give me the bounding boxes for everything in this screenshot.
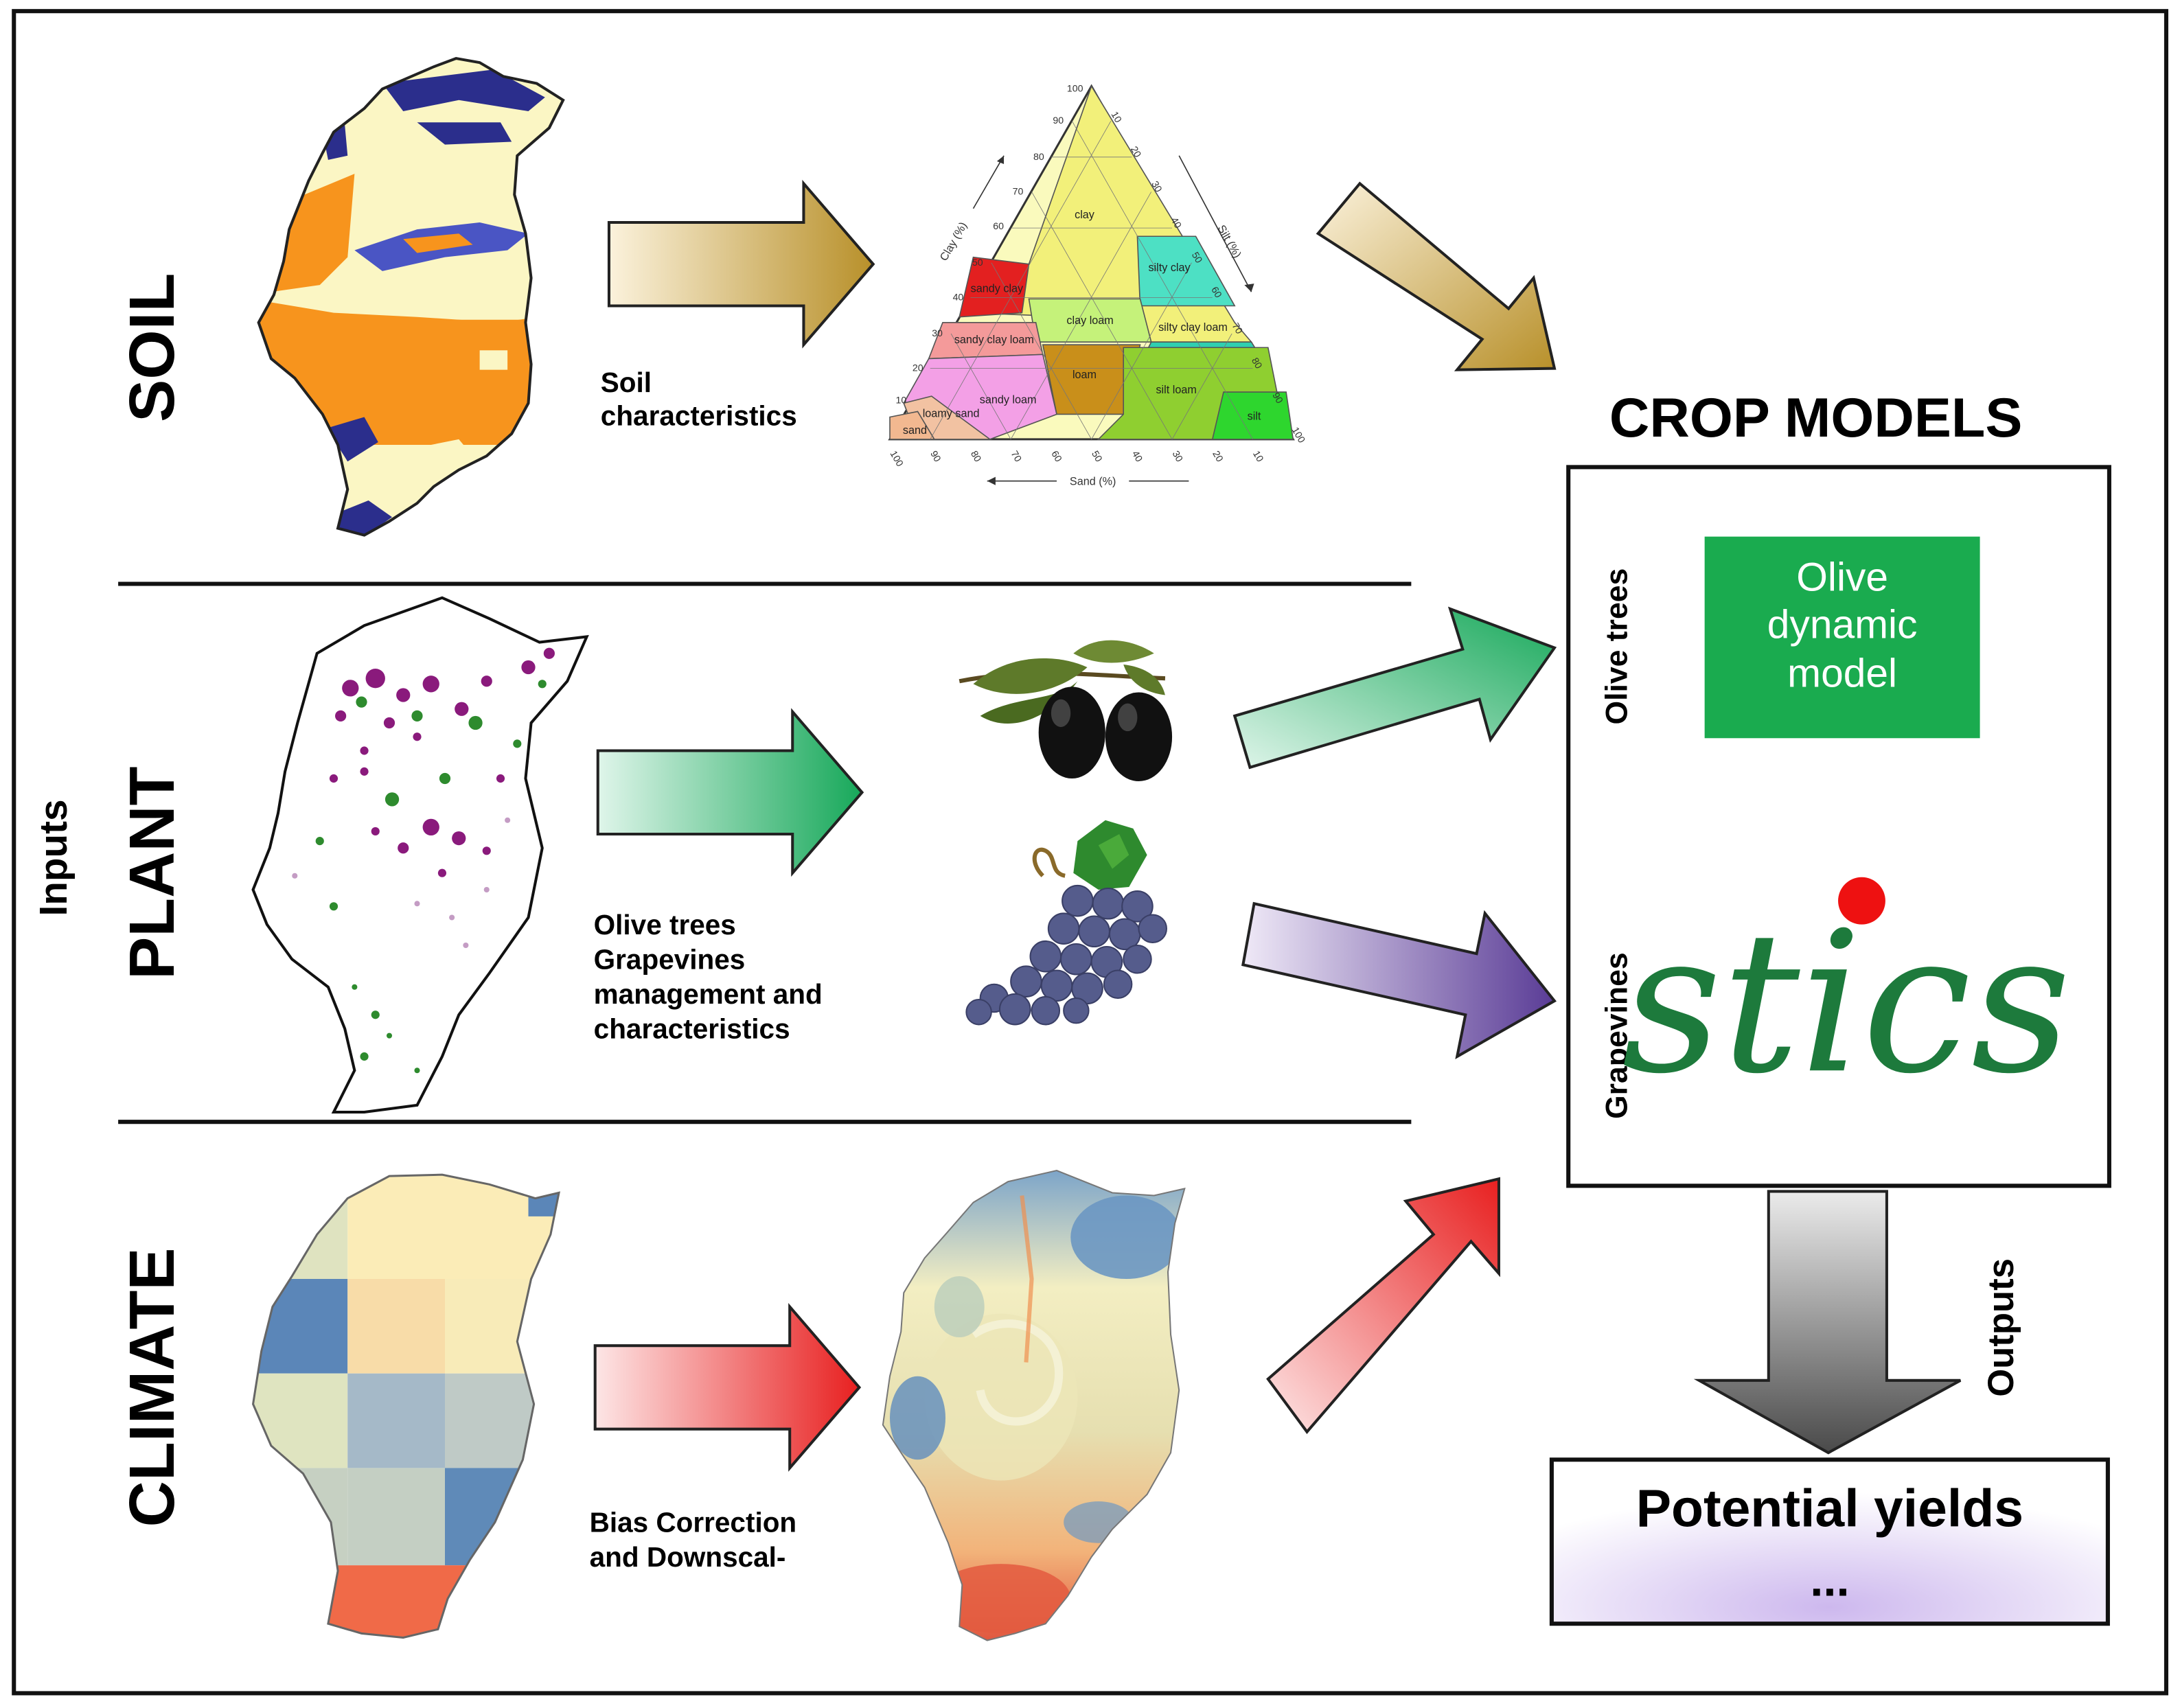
tick-left-10: 10 xyxy=(896,395,907,406)
tick-right-90: 90 xyxy=(1270,391,1285,406)
class-sand: sand xyxy=(903,424,927,437)
potential-yields-ellipsis: ... xyxy=(1810,1554,1849,1606)
class-loam: loam xyxy=(1072,369,1097,381)
tick-bottom-40: 40 xyxy=(1129,449,1145,464)
class-silt-loam: silt loam xyxy=(1156,384,1196,396)
tick-bottom-90: 90 xyxy=(928,449,943,464)
climate-caption-line2: and Downscal- xyxy=(590,1541,786,1573)
plant-caption-line1: Olive trees xyxy=(594,909,736,940)
crop-models-box xyxy=(1566,465,2111,1188)
grapes-illustration xyxy=(965,820,1167,1026)
tick-left-30: 30 xyxy=(932,328,943,339)
tick-left-50: 50 xyxy=(972,257,983,268)
climate-caption-line1: Bias Correction xyxy=(590,1507,797,1538)
olive-model-box xyxy=(1704,536,1980,739)
class-silt: silt xyxy=(1248,411,1261,423)
tick-left-80: 80 xyxy=(1033,152,1044,163)
tick-bottom-10: 10 xyxy=(1250,449,1265,464)
soil-title: SOIL xyxy=(116,273,187,422)
tick-bottom-50: 50 xyxy=(1089,449,1104,464)
svg-text:stics: stics xyxy=(1622,890,2071,1116)
climate-title: CLIMATE xyxy=(116,1247,187,1527)
class-sandy-loam: sandy loam xyxy=(980,393,1037,406)
olive-row-label: Olive trees xyxy=(1600,568,1633,725)
outputs-label: Outputs xyxy=(1981,1258,2021,1397)
olive-model-line2: dynamic xyxy=(1767,602,1918,647)
tick-right-10: 10 xyxy=(1109,110,1124,125)
plant-arrow xyxy=(596,708,864,877)
tick-left-40: 40 xyxy=(953,292,964,303)
potential-yields-title: Potential yields xyxy=(1636,1479,2023,1538)
class-clay: clay xyxy=(1075,209,1095,221)
tick-bottom-60: 60 xyxy=(1048,449,1064,464)
tick-bottom-20: 20 xyxy=(1210,449,1225,464)
potential-yields-box xyxy=(1549,1457,2110,1626)
plant-caption-line4: characteristics xyxy=(594,1013,790,1045)
class-sandy-clay: sandy clay xyxy=(971,282,1024,295)
tick-right-20: 20 xyxy=(1128,145,1143,160)
inputs-label: Inputs xyxy=(32,799,76,916)
soil-caption-line1: Soil xyxy=(601,367,652,398)
tick-left-20: 20 xyxy=(913,363,923,374)
plant-map xyxy=(251,596,589,1114)
tick-left-100: 100 xyxy=(1067,84,1083,95)
tick-left-90: 90 xyxy=(1053,115,1064,126)
crop-models-title: CROP MODELS xyxy=(1609,387,2023,449)
tick-right-60: 60 xyxy=(1208,285,1224,300)
output-arrow xyxy=(1693,1190,1962,1455)
class-silty-clay-loam: silty clay loam xyxy=(1158,321,1228,334)
soil-arrow xyxy=(607,179,875,349)
tick-right-80: 80 xyxy=(1249,356,1264,371)
tick-bottom-70: 70 xyxy=(1009,449,1024,464)
olive-illustration xyxy=(959,640,1173,782)
plant-to-olive-model-arrow xyxy=(1232,606,1557,770)
class-clay-loam: clay loam xyxy=(1066,314,1113,327)
tick-left-70: 70 xyxy=(1013,187,1024,198)
class-silty-clay: silty clay xyxy=(1148,262,1191,274)
stics-logo: stics xyxy=(1622,877,2071,1116)
climate-arrow xyxy=(593,1303,862,1472)
olive-model-line1: Olive xyxy=(1796,555,1888,600)
tick-right-50: 50 xyxy=(1189,251,1204,266)
tick-right-30: 30 xyxy=(1149,179,1164,194)
grape-row-label: Grapevines xyxy=(1600,952,1633,1119)
soil-to-model-arrow xyxy=(1316,181,1557,371)
plant-to-grape-model-arrow xyxy=(1241,901,1557,1059)
tick-right-70: 70 xyxy=(1230,321,1245,336)
plant-caption-line2: Grapevines xyxy=(594,943,746,975)
tick-bottom-80: 80 xyxy=(968,449,983,464)
soil-caption-line2: characteristics xyxy=(601,400,797,432)
class-sandy-clay-loam: sandy clay loam xyxy=(954,334,1034,346)
olive-model-line3: model xyxy=(1787,651,1897,695)
climate-to-model-arrow xyxy=(1266,1177,1500,1434)
class-loamy-sand: loamy sand xyxy=(923,408,980,420)
plant-caption-line3: management and xyxy=(594,978,823,1010)
tick-bottom-30: 30 xyxy=(1170,449,1185,464)
axis-sand-label: Sand (%) xyxy=(1070,476,1116,488)
tick-right-40: 40 xyxy=(1169,216,1184,231)
plant-title: PLANT xyxy=(116,766,187,979)
tick-left-60: 60 xyxy=(993,221,1004,232)
